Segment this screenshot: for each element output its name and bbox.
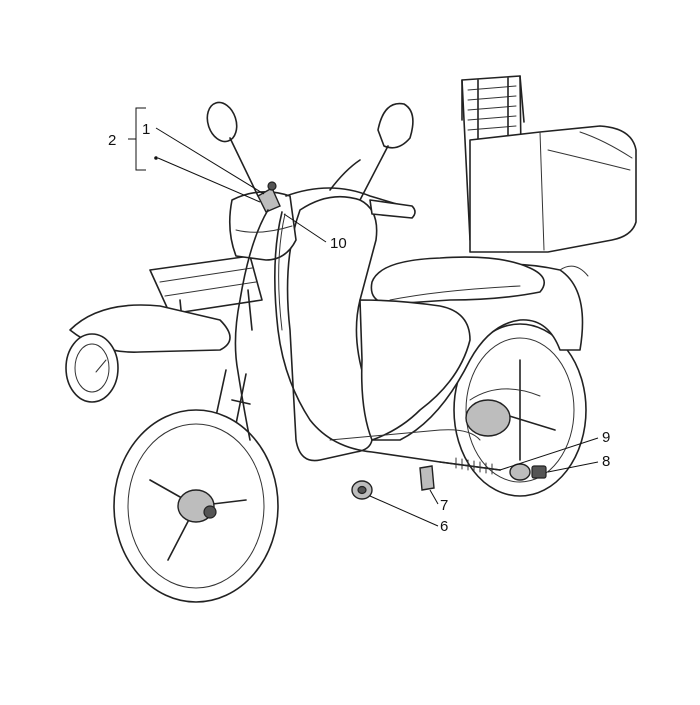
leader-6 [369,495,439,527]
callout-8: 8 [602,453,610,470]
leader-1 [155,127,265,195]
front-brake-cable [234,209,269,441]
adjuster-nut-part-8 [509,463,547,481]
rear-brake-cable-sheath [278,213,286,331]
dot-part-2 [154,156,158,160]
grommet-part-7 [419,465,435,491]
main-body [286,195,481,462]
callout-9: 9 [602,429,610,446]
front-shield [228,191,297,261]
leader-8 [547,461,599,473]
front-wheel [113,409,279,603]
callout-6: 6 [440,518,448,535]
rear-top-box [469,125,637,253]
cable-end-fitting [439,457,501,475]
callout-bracket-2 [128,107,146,171]
callout-10: 10 [330,235,347,252]
callout-1: 1 [142,121,150,138]
cable-clip-part-6 [351,480,373,500]
front-carrier-rack [69,255,263,353]
callout-2: 2 [108,132,116,149]
seat [370,256,546,305]
leader-9 [499,437,599,471]
handlebar [285,159,416,219]
leader-7 [429,489,439,505]
right-mirror [359,102,414,201]
leader-2 [157,157,261,203]
front-headlamp [65,333,119,403]
callout-7: 7 [440,497,448,514]
left-mirror [206,101,259,197]
leader-10 [283,213,327,243]
